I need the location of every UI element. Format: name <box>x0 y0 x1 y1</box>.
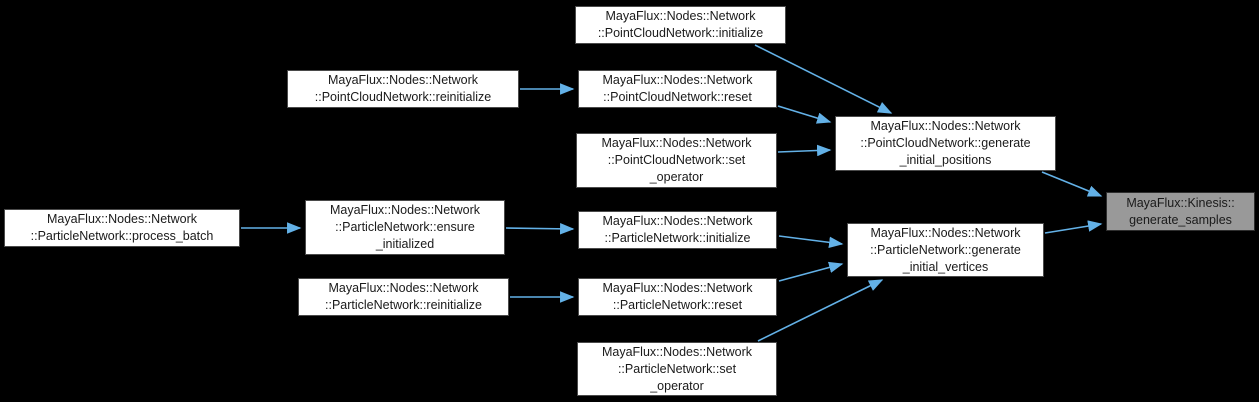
graph-node-pn-generate-initial-vertices[interactable]: MayaFlux::Nodes::Network ::ParticleNetwo… <box>847 223 1044 277</box>
edge-pn-reset-to-pn-generate-initial-vertices <box>778 261 844 282</box>
graph-node-pc-reinitialize[interactable]: MayaFlux::Nodes::Network ::PointCloudNet… <box>287 70 519 108</box>
graph-node-pn-ensure-initialized[interactable]: MayaFlux::Nodes::Network ::ParticleNetwo… <box>305 200 505 255</box>
graph-node-pn-reset[interactable]: MayaFlux::Nodes::Network ::ParticleNetwo… <box>578 278 777 316</box>
edge-pc-reset-to-pc-generate-initial-positions <box>777 105 832 124</box>
edge-pn-initialize-to-pn-generate-initial-vertices <box>778 235 844 249</box>
graph-node-pc-set-operator[interactable]: MayaFlux::Nodes::Network ::PointCloudNet… <box>576 133 777 188</box>
edge-pc-generate-initial-positions-to-kinesis-generate-samples <box>1041 171 1103 197</box>
graph-node-pn-set-operator[interactable]: MayaFlux::Nodes::Network ::ParticleNetwo… <box>577 342 777 396</box>
graph-node-pn-reinitialize[interactable]: MayaFlux::Nodes::Network ::ParticleNetwo… <box>298 278 509 316</box>
graph-node-pc-generate-initial-positions[interactable]: MayaFlux::Nodes::Network ::PointCloudNet… <box>835 116 1056 171</box>
graph-node-kinesis-generate-samples: MayaFlux::Kinesis:: generate_samples <box>1106 192 1255 231</box>
graph-node-pc-reset[interactable]: MayaFlux::Nodes::Network ::PointCloudNet… <box>578 70 777 108</box>
edge-pn-ensure-initialized-to-pn-initialize <box>505 223 575 235</box>
edge-pn-generate-initial-vertices-to-kinesis-generate-samples <box>1044 220 1103 234</box>
graph-node-pn-process-batch[interactable]: MayaFlux::Nodes::Network ::ParticleNetwo… <box>4 209 240 247</box>
graph-node-pn-initialize[interactable]: MayaFlux::Nodes::Network ::ParticleNetwo… <box>578 211 777 249</box>
edge-pc-set-operator-to-pc-generate-initial-positions <box>777 144 832 157</box>
graph-node-pc-initialize[interactable]: MayaFlux::Nodes::Network ::PointCloudNet… <box>575 6 786 44</box>
